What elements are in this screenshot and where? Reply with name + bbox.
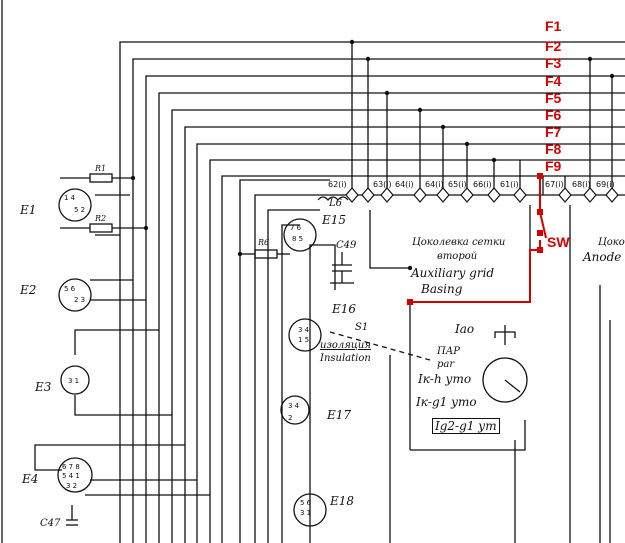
socket-label-e1: E1 — [20, 203, 37, 217]
capacitor-label-c47: C47 — [40, 518, 61, 529]
socket-e4-body — [57, 457, 93, 493]
svg-text:5 6: 5 6 — [300, 499, 312, 507]
selector-iao: Iao — [455, 322, 475, 336]
fault-label-f7: F7 — [545, 124, 562, 140]
socket-e18-body — [293, 493, 327, 527]
socket-label-e18: E18 — [330, 494, 355, 508]
pin-tag: 68(i) — [572, 180, 591, 189]
anode-en: Anode — [583, 250, 622, 264]
selector-ik-h: Iк-h уто — [418, 372, 472, 386]
svg-text:2 3: 2 3 — [74, 296, 85, 304]
socket-e16-body — [288, 318, 322, 352]
switch-label-s1: S1 — [355, 322, 369, 333]
svg-text:5 6: 5 6 — [64, 285, 76, 293]
socket-e17-body — [280, 395, 310, 425]
svg-text:5 2: 5 2 — [74, 206, 85, 214]
svg-text:3 1: 3 1 — [68, 377, 79, 385]
fault-label-f8: F8 — [545, 141, 562, 157]
pin-tag: 67(i) — [545, 180, 564, 189]
socket-label-e4: E4 — [22, 472, 39, 486]
insulation-ru: изоляция — [320, 340, 371, 351]
socket-label-e17: E17 — [327, 408, 352, 422]
pin-tag: 62(i) — [328, 180, 347, 189]
svg-text:3 2: 3 2 — [66, 482, 77, 490]
selector-par-en: par — [437, 359, 455, 370]
coil-label-l6: L6 — [329, 198, 343, 209]
pin-tag: 65(i) — [448, 180, 467, 189]
svg-text:1 5: 1 5 — [298, 336, 309, 344]
svg-text:3 4: 3 4 — [298, 326, 310, 334]
insulation-en: Insulation — [320, 353, 371, 364]
svg-text:1 4: 1 4 — [64, 194, 76, 202]
fault-label-f9: F9 — [545, 158, 562, 174]
anode-ru: Цоко — [598, 237, 625, 248]
resistor-label-r2: R2 — [95, 214, 107, 223]
selector-par-ru: ПАР — [437, 346, 461, 357]
grid-basing-ru: Цоколевка сетки — [412, 237, 506, 248]
pin-tag: 61(i) — [500, 180, 519, 189]
socket-e15-body — [283, 218, 317, 252]
fault-label-f6: F6 — [545, 107, 562, 123]
fault-label-f5: F5 — [545, 90, 562, 106]
socket-label-e16: E16 — [332, 302, 357, 316]
pin-tag: 63(i) — [373, 180, 392, 189]
switch-label: SW — [547, 234, 570, 250]
socket-label-e15: E15 — [322, 213, 347, 227]
socket-e3-body — [60, 365, 90, 395]
socket-e1-body — [58, 188, 92, 222]
pin-tag: 64(i) — [425, 180, 444, 189]
fault-label-f3: F3 — [545, 55, 562, 71]
grid-basing-en-2: Basing — [421, 282, 463, 296]
svg-text:8 5: 8 5 — [292, 235, 303, 243]
selector-ik-g1: Iк-g1 уто — [416, 395, 477, 409]
socket-e2-body — [58, 278, 92, 312]
svg-text:5 4 1: 5 4 1 — [62, 472, 80, 480]
fault-label-f4: F4 — [545, 73, 562, 89]
svg-text:6 7 8: 6 7 8 — [62, 463, 80, 471]
svg-text:3 4: 3 4 — [288, 402, 300, 410]
pin-tag: 69(i) — [596, 180, 615, 189]
pin-tag: 66(i) — [473, 180, 492, 189]
svg-text:3 1: 3 1 — [300, 509, 311, 517]
svg-text:2: 2 — [288, 414, 292, 422]
switch-contacts — [407, 173, 543, 305]
socket-label-e2: E2 — [20, 283, 37, 297]
pin-tag: 64(i) — [395, 180, 414, 189]
added-switch-wiring — [410, 176, 547, 303]
capacitor-label-c49: C49 — [336, 240, 357, 251]
grid-basing-ru-2: второй — [437, 251, 478, 262]
grid-basing-en: Auxiliary grid — [411, 266, 495, 280]
fault-label-f2: F2 — [545, 38, 562, 54]
fault-label-f1: F1 — [545, 18, 562, 34]
socket-label-e3: E3 — [35, 380, 52, 394]
resistor-label-r6: R6 — [258, 238, 270, 247]
selector-ig2-g1: Ig2-g1 ут — [432, 418, 500, 434]
svg-text:7 6: 7 6 — [290, 224, 302, 232]
resistor-label-r1: R1 — [95, 164, 107, 173]
